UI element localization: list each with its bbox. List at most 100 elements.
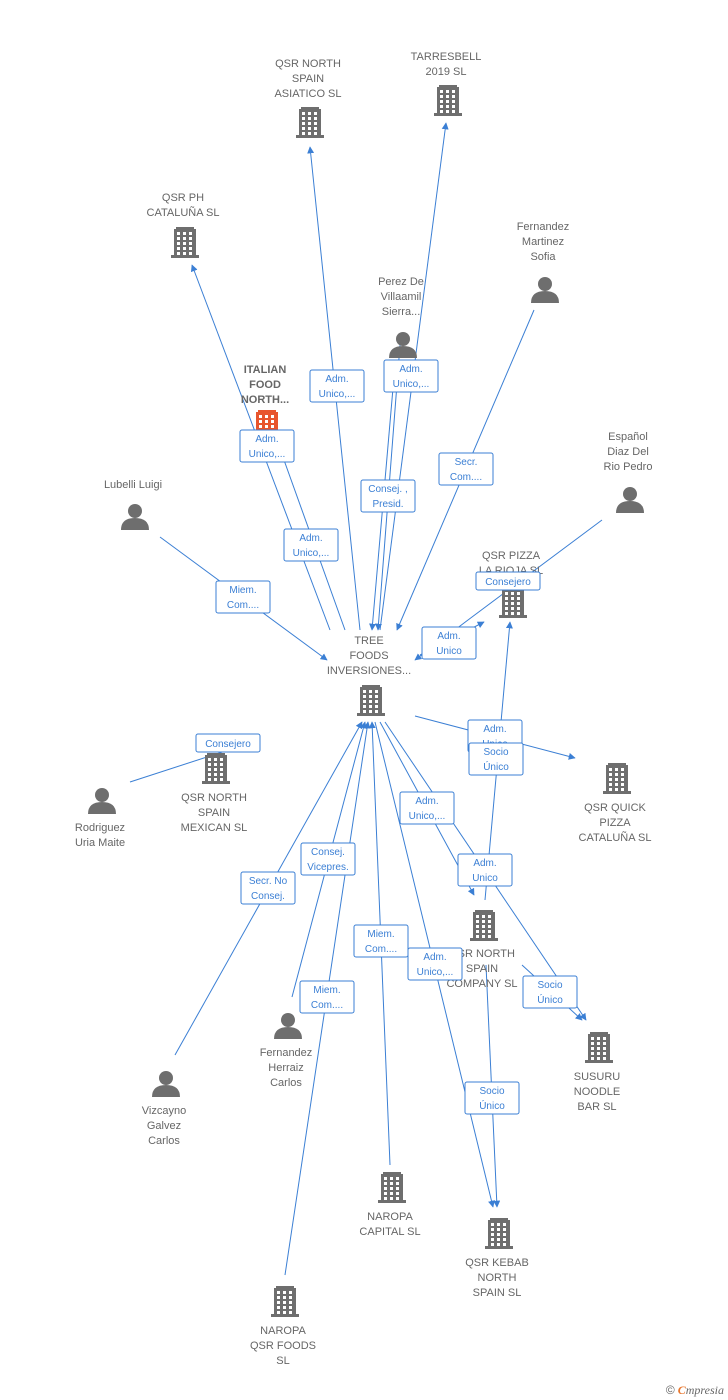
node-label: NAROPA xyxy=(367,1211,413,1223)
person-icon xyxy=(152,1071,180,1097)
relation-label: Unico,... xyxy=(417,967,454,978)
node-label: ITALIAN xyxy=(244,364,287,376)
node-label: ASIATICO SL xyxy=(274,88,341,100)
node-label: Villaamil xyxy=(381,291,422,303)
node-lubelli[interactable]: Lubelli Luigi xyxy=(104,479,162,530)
relation-label-box[interactable] xyxy=(309,369,365,403)
relation-label: Miem. xyxy=(367,929,394,940)
building-icon xyxy=(470,910,498,941)
relation-label-box[interactable] xyxy=(421,626,477,660)
node-label: Diaz Del xyxy=(607,446,649,458)
person-icon xyxy=(274,1013,302,1039)
node-label: QSR NORTH xyxy=(181,792,247,804)
relation-label: Secr. No xyxy=(249,876,288,887)
relation-label: Unico,... xyxy=(409,811,446,822)
relation-label-box[interactable] xyxy=(240,871,296,905)
node-label: Rodriguez xyxy=(75,822,125,834)
relation-label: Unico,... xyxy=(393,379,430,390)
relation-label: Unico xyxy=(472,873,498,884)
node-asiatico[interactable]: QSR NORTH SPAIN ASIATICO SL xyxy=(274,58,342,138)
footer-brand: ©Cmpresia xyxy=(666,1383,724,1398)
relation-label: Adm. xyxy=(299,533,322,544)
node-label: Sofia xyxy=(530,251,556,263)
relation-label-box[interactable] xyxy=(195,733,261,753)
building-icon xyxy=(296,107,324,138)
relation-label-box[interactable] xyxy=(438,452,494,486)
relation-label-box[interactable] xyxy=(383,359,439,393)
relation-label-box[interactable] xyxy=(407,947,463,981)
relation-label-box[interactable] xyxy=(464,1081,520,1115)
copyright-symbol: © xyxy=(665,1383,675,1397)
relation-label-box[interactable] xyxy=(283,528,339,562)
relation-label-box[interactable] xyxy=(353,924,409,958)
relation-label: Unico xyxy=(436,646,462,657)
node-label: SPAIN xyxy=(292,73,324,85)
relation-label: Consej. xyxy=(311,847,345,858)
relation-label-box[interactable] xyxy=(399,791,455,825)
node-label: QSR FOODS xyxy=(250,1340,316,1352)
relation-label: Adm. xyxy=(483,724,506,735)
node-label: Galvez xyxy=(147,1120,181,1132)
person-icon xyxy=(121,504,149,530)
node-label: Lubelli Luigi xyxy=(104,479,162,491)
node-perez[interactable]: Perez De VillaamilSierra... xyxy=(378,276,424,358)
node-label: BAR SL xyxy=(577,1101,616,1113)
relation-label: Socio xyxy=(483,747,508,758)
brand-initial: C xyxy=(677,1383,686,1397)
node-label: SL xyxy=(276,1355,289,1367)
brand-name: mpresia xyxy=(685,1383,724,1397)
node-label: Uria Maite xyxy=(75,837,125,849)
node-label: Vizcayno xyxy=(142,1105,186,1117)
building-icon xyxy=(202,753,230,784)
relation-label: Consej. , xyxy=(368,484,407,495)
node-label: Rio Pedro xyxy=(604,461,653,473)
node-label: Sierra... xyxy=(382,306,421,318)
node-label: QSR PIZZA xyxy=(482,550,541,562)
relation-label-box[interactable] xyxy=(239,429,295,463)
relation-label-box[interactable] xyxy=(522,975,578,1009)
relation-label-box[interactable] xyxy=(299,980,355,1014)
node-label: QSR KEBAB xyxy=(465,1257,529,1269)
relation-label: Adm. xyxy=(423,952,446,963)
relation-label: Socio xyxy=(479,1086,504,1097)
building-icon xyxy=(357,685,385,716)
relation-label-box[interactable] xyxy=(475,571,541,591)
relation-label: Com.... xyxy=(365,944,397,955)
relation-label-box[interactable] xyxy=(215,580,271,614)
relation-label: Unico,... xyxy=(293,548,330,559)
node-italian[interactable]: ITALIANFOODNORTH... xyxy=(241,364,289,441)
node-label: Carlos xyxy=(270,1077,302,1089)
relation-label: Miem. xyxy=(313,985,340,996)
relation-label-box[interactable] xyxy=(468,742,524,776)
node-tree[interactable]: TREEFOODSINVERSIONES... xyxy=(327,635,411,716)
node-label: FOODS xyxy=(349,650,388,662)
relation-label: Consejero xyxy=(485,577,531,588)
node-label: Herraiz xyxy=(268,1062,303,1074)
node-label: QSR NORTH xyxy=(449,948,515,960)
node-label: Perez De xyxy=(378,276,424,288)
node-label: QSR NORTH xyxy=(275,58,341,70)
relation-label: Com.... xyxy=(450,472,482,483)
person-icon xyxy=(389,332,417,358)
node-label: NOODLE xyxy=(574,1086,620,1098)
relation-label-box[interactable] xyxy=(457,853,513,887)
relation-label-box[interactable] xyxy=(360,479,416,513)
relation-label-box[interactable] xyxy=(300,842,356,876)
relation-label: Unico,... xyxy=(319,389,356,400)
node-label: INVERSIONES... xyxy=(327,665,411,677)
